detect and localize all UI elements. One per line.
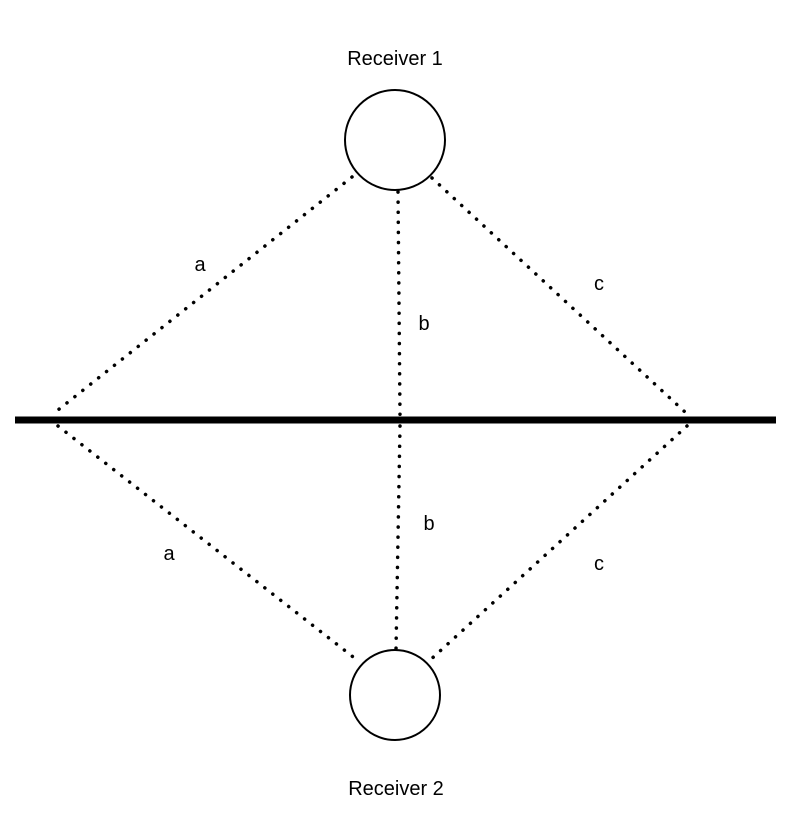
receiver-1-label: Receiver 1 [347,48,443,70]
path-label-c-upper: c [594,273,604,295]
path-c-upper [430,176,687,414]
path-c-lower [426,424,689,664]
receiver-1-circle [344,89,446,191]
path-label-c-lower: c [594,553,604,575]
path-label-a-lower: a [163,543,175,565]
receiver-2-circle [349,649,441,741]
path-label-b-lower: b [423,513,434,535]
path-b-upper [396,190,402,418]
path-label-b-upper: b [418,313,429,335]
path-a-upper [56,175,354,412]
path-b-lower [394,424,402,652]
path-a-lower [56,424,359,662]
path-label-a-upper: a [194,254,206,276]
receiver-2-label: Receiver 2 [348,778,444,800]
